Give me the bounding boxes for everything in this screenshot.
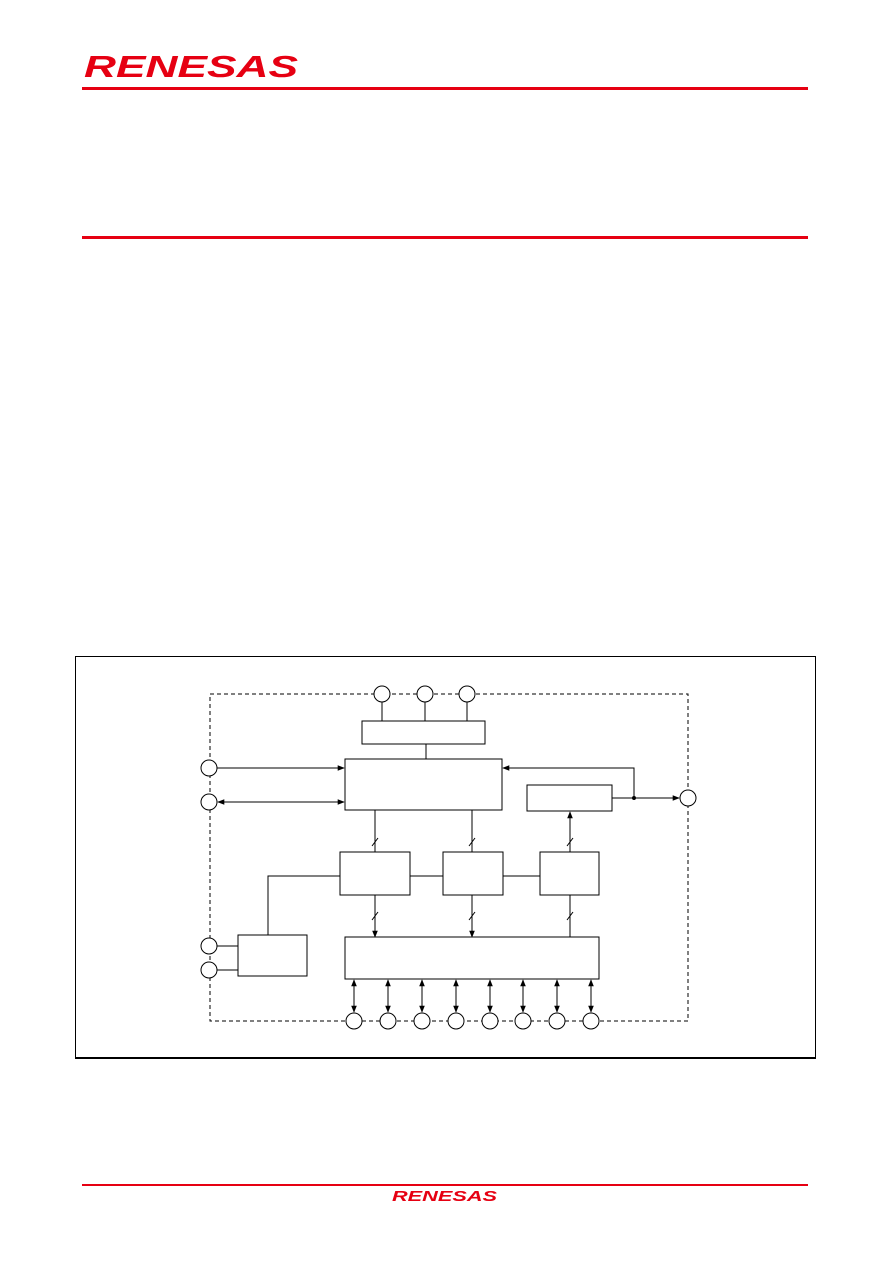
pin-bottom-1 — [345, 1012, 363, 1030]
footer-logo-text: RENESAS — [392, 1188, 497, 1204]
pin-left-1 — [200, 759, 218, 777]
pin-top-1 — [373, 685, 391, 703]
central-block — [344, 758, 503, 811]
pin-top-3 — [458, 685, 476, 703]
pin-top-2 — [416, 685, 434, 703]
right-block — [526, 784, 613, 812]
pin-side-2 — [200, 961, 218, 979]
header-rule-top — [82, 87, 808, 90]
renesas-logo-footer: RENESAS — [392, 1187, 500, 1204]
pin-side-1 — [200, 937, 218, 955]
pin-bottom-5 — [481, 1012, 499, 1030]
pin-right-1 — [679, 789, 697, 807]
top-register-block — [361, 720, 486, 745]
footer-rule — [82, 1184, 808, 1186]
renesas-logo-header: RENESAS — [84, 48, 304, 82]
pin-bottom-3 — [413, 1012, 431, 1030]
figure-frame — [75, 656, 816, 1059]
bottom-bus-block — [344, 936, 600, 980]
header-rule-bottom — [82, 236, 808, 239]
top-pins — [373, 685, 476, 703]
pin-bottom-7 — [548, 1012, 566, 1030]
bottom-pins — [345, 979, 600, 1030]
pin-bottom-4 — [447, 1012, 465, 1030]
side-block — [237, 934, 308, 977]
mid-left-block — [339, 851, 411, 896]
pin-left-2 — [200, 793, 218, 811]
mid-right-block — [539, 851, 600, 896]
logo-text: RENESAS — [84, 49, 298, 82]
pin-bottom-2 — [379, 1012, 397, 1030]
pin-bottom-8 — [582, 1012, 600, 1030]
pin-bottom-6 — [514, 1012, 532, 1030]
mid-center-block — [442, 851, 504, 896]
